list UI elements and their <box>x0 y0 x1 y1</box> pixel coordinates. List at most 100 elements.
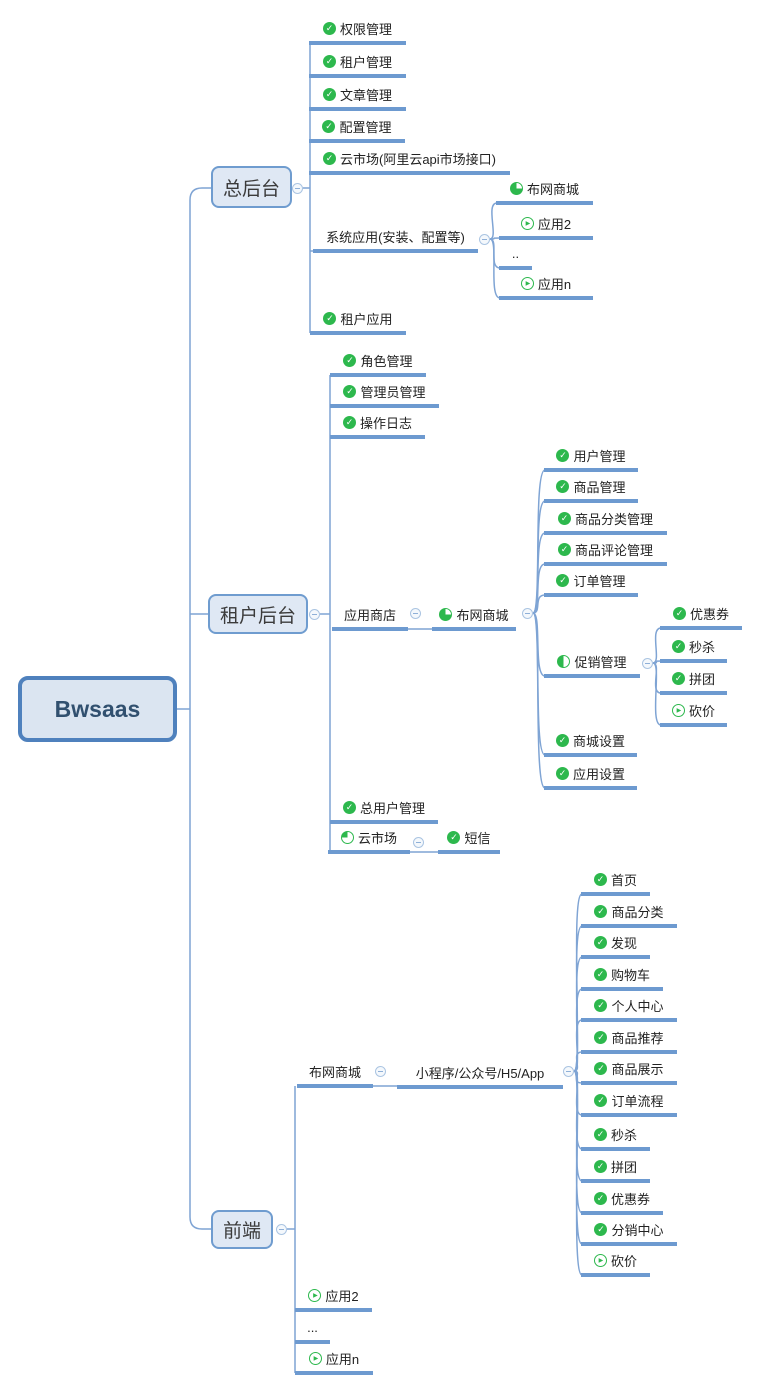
check-icon: ✓ <box>322 119 336 133</box>
connector-line <box>189 709 211 1230</box>
check-icon: ✓ <box>342 800 356 814</box>
topic-fe-kanjia[interactable]: ▶砍价 <box>581 1250 650 1277</box>
topic-zhanshi[interactable]: ✓商品展示 <box>581 1058 677 1085</box>
collapse-button-yunshichang[interactable] <box>412 836 424 848</box>
root-topic[interactable]: Bwsaas <box>18 676 177 742</box>
check-icon: ✓ <box>593 935 607 949</box>
topic-label: 应用2 <box>537 216 572 232</box>
topic-pintuan[interactable]: ✓拼团 <box>660 668 727 695</box>
topic-dingdan[interactable]: ✓订单管理 <box>544 570 638 597</box>
topic-sys-dots[interactable]: .. <box>499 243 532 270</box>
topic-fe-dots[interactable]: ... <box>295 1317 330 1344</box>
check-icon: ✓ <box>555 733 569 747</box>
connector-line <box>652 662 662 726</box>
topic-fenxiao[interactable]: ✓分销中心 <box>581 1219 677 1246</box>
collapse-button-miniapp[interactable] <box>562 1065 574 1077</box>
topic-miaosha[interactable]: ✓秒杀 <box>660 636 727 663</box>
topic-zongyonghu[interactable]: ✓总用户管理 <box>330 797 438 824</box>
topic-label: 租户后台 <box>219 605 296 627</box>
topic-shouye[interactable]: ✓首页 <box>581 869 650 896</box>
topic-zuhu-guanli[interactable]: ✓租户管理 <box>309 51 406 78</box>
topic-label: 商品推荐 <box>611 1030 664 1046</box>
topic-label: 前端 <box>222 1221 261 1242</box>
topic-label: 订单流程 <box>611 1093 664 1109</box>
check-icon: ✓ <box>323 311 337 325</box>
topic-quanxian[interactable]: ✓权限管理 <box>309 18 406 45</box>
topic-label: 发现 <box>610 935 637 951</box>
play-icon: ▶ <box>593 1253 607 1267</box>
topic-kanjia[interactable]: ▶砍价 <box>660 700 727 727</box>
collapse-button-zuhuhoutai[interactable] <box>308 608 320 620</box>
topic-fe-app2[interactable]: ▶应用2 <box>295 1285 372 1312</box>
collapse-button-store-buwang[interactable] <box>521 607 533 619</box>
collapse-button-qianduan[interactable] <box>275 1223 287 1235</box>
check-icon: ✓ <box>593 1191 607 1205</box>
topic-fe-youhuiquan[interactable]: ✓优惠券 <box>581 1188 663 1215</box>
topic-shangcheng-shezhi[interactable]: ✓商城设置 <box>544 730 637 757</box>
topic-youhuiquan[interactable]: ✓优惠券 <box>660 603 742 630</box>
topic-sys-app2[interactable]: ▶应用2 <box>499 213 593 240</box>
topic-shangpin-fenlei[interactable]: ✓商品分类管理 <box>544 508 667 535</box>
collapse-button-cuxiao[interactable] <box>641 657 653 669</box>
check-icon: ✓ <box>593 967 607 981</box>
connector-line <box>573 1070 583 1276</box>
topic-tuijian[interactable]: ✓商品推荐 <box>581 1027 677 1054</box>
branch-zuhuhoutai[interactable]: 租户后台 <box>208 594 308 634</box>
topic-label: 促销管理 <box>574 654 627 670</box>
topic-yunshichang-api[interactable]: ✓云市场(阿里云api市场接口) <box>309 148 510 175</box>
topic-shangpin[interactable]: ✓商品管理 <box>544 476 638 503</box>
topic-wenzhang[interactable]: ✓文章管理 <box>309 84 406 111</box>
topic-label: 应用2 <box>325 1288 359 1304</box>
topic-geren[interactable]: ✓个人中心 <box>581 995 677 1022</box>
topic-yunshichang[interactable]: 云市场 <box>328 827 410 854</box>
play-icon: ▶ <box>520 216 534 230</box>
topic-shangpin-pinglun[interactable]: ✓商品评论管理 <box>544 539 667 566</box>
collapse-button-fe-buwang[interactable] <box>374 1065 386 1077</box>
topic-label: 商品管理 <box>573 479 626 495</box>
topic-label: 权限管理 <box>339 21 392 37</box>
topic-miniapp[interactable]: 小程序/公众号/H5/App <box>397 1062 563 1089</box>
check-icon: ✓ <box>671 639 685 653</box>
progress-75-icon <box>509 181 523 195</box>
topic-gouwuche[interactable]: ✓购物车 <box>581 964 663 991</box>
topic-label: 首页 <box>610 872 637 888</box>
topic-yonghu[interactable]: ✓用户管理 <box>544 445 638 472</box>
topic-label: 管理员管理 <box>360 384 426 400</box>
topic-cuxiao[interactable]: 促销管理 <box>544 651 640 678</box>
topic-peizhi[interactable]: ✓配置管理 <box>309 116 405 143</box>
topic-label: 订单管理 <box>573 573 626 589</box>
collapse-button-yingyong-shangdian[interactable] <box>409 607 421 619</box>
topic-label: 租户管理 <box>339 54 392 70</box>
check-icon: ✓ <box>556 573 570 587</box>
topic-yingyong-shangdian[interactable]: 应用商店 <box>332 604 408 631</box>
collapse-button-zonghoutai[interactable] <box>291 182 303 194</box>
topic-guanliyuan[interactable]: ✓管理员管理 <box>330 381 439 408</box>
topic-fe-miaosha[interactable]: ✓秒杀 <box>581 1124 650 1151</box>
check-icon: ✓ <box>447 830 461 844</box>
topic-fe-appn[interactable]: ▶应用n <box>295 1348 373 1375</box>
branch-qianduan[interactable]: 前端 <box>211 1210 273 1249</box>
topic-label: 云市场(阿里云api市场接口) <box>339 151 496 167</box>
topic-dingdan-liucheng[interactable]: ✓订单流程 <box>581 1090 677 1117</box>
branch-zonghoutai[interactable]: 总后台 <box>211 166 292 208</box>
topic-label: 商品评论管理 <box>574 542 653 558</box>
topic-caozuo-rizhi[interactable]: ✓操作日志 <box>330 412 425 439</box>
topic-duanxin[interactable]: ✓短信 <box>438 827 500 854</box>
topic-store-buwang[interactable]: 布网商城 <box>432 604 516 631</box>
topic-fe-pintuan[interactable]: ✓拼团 <box>581 1156 650 1183</box>
topic-faxian[interactable]: ✓发现 <box>581 932 650 959</box>
topic-label: 购物车 <box>610 967 650 983</box>
topic-zuhu-yingyong[interactable]: ✓租户应用 <box>310 308 406 335</box>
topic-fe-fenlei[interactable]: ✓商品分类 <box>581 901 677 928</box>
topic-label: Bwsaas <box>54 695 141 722</box>
topic-sys-appn[interactable]: ▶应用n <box>499 273 593 300</box>
topic-yingyong-shezhi[interactable]: ✓应用设置 <box>544 763 637 790</box>
topic-xitong-yingyong[interactable]: 系统应用(安装、配置等) <box>313 226 478 253</box>
topic-sys-buwang[interactable]: 布网商城 <box>496 178 593 205</box>
check-icon: ✓ <box>322 151 336 165</box>
topic-juese[interactable]: ✓角色管理 <box>330 350 426 377</box>
collapse-button-xitong-yingyong[interactable] <box>478 233 490 245</box>
connector-line <box>189 187 211 709</box>
topic-fe-buwang[interactable]: 布网商城 <box>297 1061 373 1088</box>
